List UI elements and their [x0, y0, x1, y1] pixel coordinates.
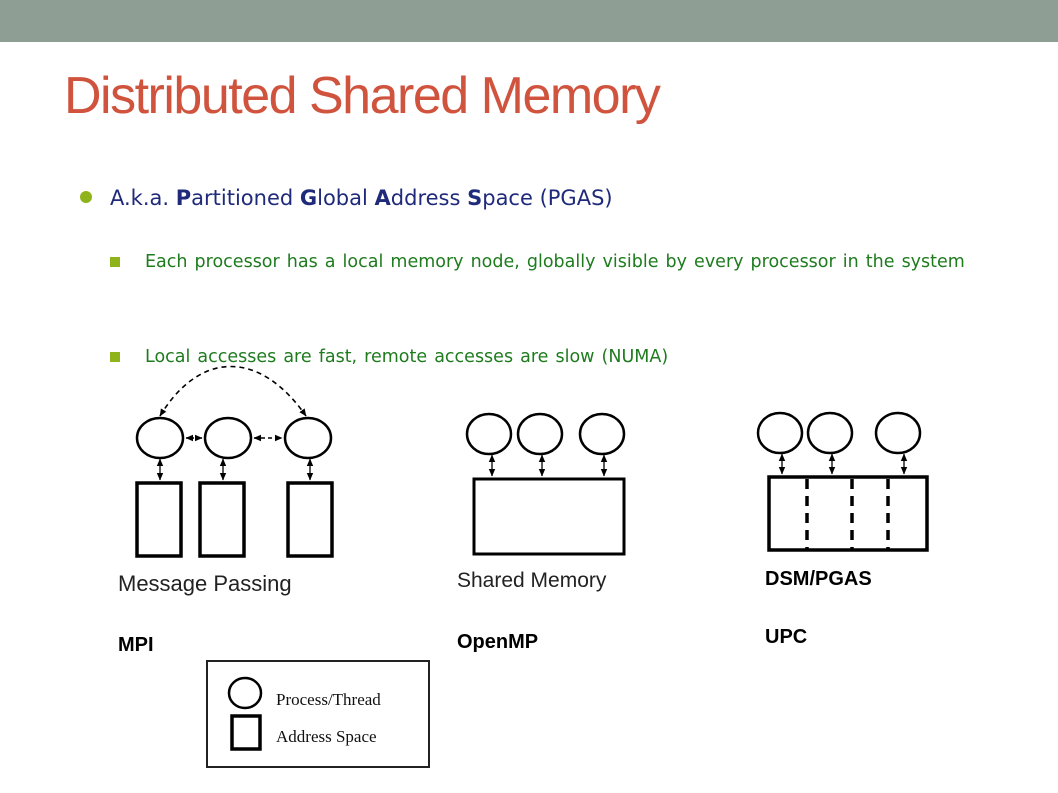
legend-address-label: Address Space	[276, 727, 377, 746]
upc-label: UPC	[765, 626, 807, 648]
bullet-bold-g: G	[299, 186, 318, 210]
slide-title: Distributed Shared Memory	[64, 67, 661, 125]
top-bar	[0, 0, 1058, 42]
legend-process-circle-icon	[227, 676, 263, 710]
process-circle	[578, 412, 626, 456]
bullet-bold-s: S	[467, 186, 483, 210]
bullet-rest-p: artitioned	[191, 186, 300, 210]
process-circle	[516, 412, 564, 456]
bullet-bold-p: P	[175, 186, 192, 210]
legend-address-space-icon	[230, 714, 262, 751]
bullet-dot-icon	[80, 191, 92, 203]
process-circle	[806, 411, 854, 455]
shared-memory-diagram: Shared Memory OpenMP	[457, 412, 626, 653]
address-space-box	[135, 481, 183, 558]
remote-message-arrow	[159, 365, 307, 417]
partitioned-address-space-box	[767, 475, 929, 552]
message-passing-diagram: Message Passing MPI	[118, 365, 334, 656]
dsm-pgas-label: DSM/PGAS	[765, 568, 872, 590]
legend-process-label: Process/Thread	[276, 690, 381, 709]
sub-bullet-square-icon	[110, 257, 120, 267]
shared-memory-label: Shared Memory	[457, 569, 607, 592]
bullet-bold-a: A	[374, 186, 391, 210]
legend: Process/Thread Address Space	[206, 660, 430, 768]
shared-address-space-box	[472, 477, 626, 556]
openmp-label: OpenMP	[457, 631, 538, 653]
mpi-label: MPI	[118, 634, 154, 656]
address-space-box	[198, 481, 246, 558]
process-circle	[203, 416, 253, 460]
process-circle	[465, 412, 513, 456]
bullet-rest-a: ddress	[390, 186, 468, 210]
process-circle	[135, 416, 185, 460]
bullet-prefix: A.k.a.	[110, 186, 176, 210]
sub-bullet-text: Local accesses are fast, remote accesses…	[145, 347, 669, 367]
bullet-rest-s: pace	[482, 186, 540, 210]
sub-bullet-text: Each processor has a local memory node, …	[145, 252, 965, 272]
process-circle	[283, 416, 333, 460]
process-circle	[756, 411, 804, 455]
sub-bullet-square-icon	[110, 352, 120, 362]
process-circle	[874, 411, 922, 455]
legend-box	[206, 660, 430, 768]
message-passing-label: Message Passing	[118, 571, 292, 596]
dsm-pgas-diagram: DSM/PGAS UPC	[756, 411, 929, 648]
address-space-box	[286, 481, 334, 558]
bullet-rest-g: lobal	[317, 186, 375, 210]
bullet-text: A.k.a. Partitioned Global Address Space …	[110, 186, 613, 210]
bullet-suffix: (PGAS)	[539, 186, 613, 210]
